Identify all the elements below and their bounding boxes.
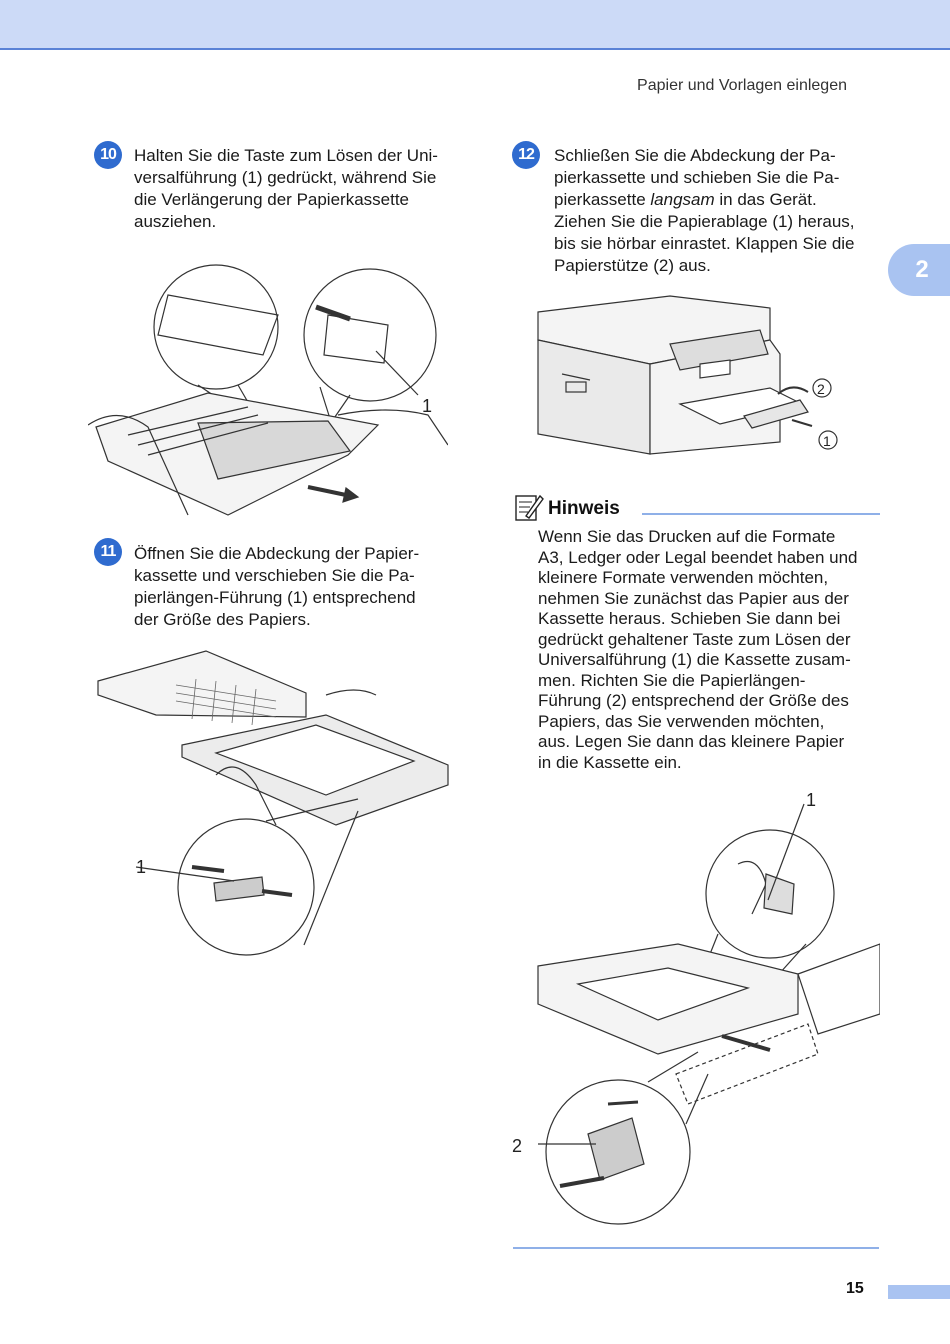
text-line: Schließen Sie die Abdeckung der Pa- xyxy=(554,146,836,165)
text-line: nehmen Sie zunächst das Papier aus der xyxy=(538,588,849,608)
circled-callout-1 xyxy=(818,430,838,450)
note-bottom-divider xyxy=(513,1247,879,1249)
step-11-badge: 11 xyxy=(94,538,122,566)
text-line: gedrückt gehaltener Taste zum Lösen der xyxy=(538,629,851,649)
callout-2: 2 xyxy=(817,381,825,397)
step-12-illustration: 2 1 xyxy=(530,284,870,474)
page-number-tab xyxy=(888,1285,950,1299)
text-line: pierkassette langsam in das Gerät. xyxy=(554,189,884,211)
callout-2: 2 xyxy=(512,1136,522,1156)
text-run: in das Gerät. xyxy=(714,190,817,209)
text-line: aus. Legen Sie dann das kleinere Papier xyxy=(538,732,845,751)
callout-1: 1 xyxy=(806,790,816,810)
text-line: pierkassette und schieben Sie die Pa- xyxy=(554,168,840,187)
text-line: die Verlängerung der Papierkassette xyxy=(134,190,410,209)
text-line: versalführung (1) gedrückt, während Sie xyxy=(134,168,437,187)
text-line: Halten Sie die Taste zum Lösen der Uni- xyxy=(134,146,438,165)
text-line: Wenn Sie das Drucken auf die Formate xyxy=(538,527,836,546)
text-line: kleinere Formate verwenden möchten, xyxy=(538,568,829,587)
step-11-text: Öffnen Sie die Abdeckung der Papier- kas… xyxy=(134,543,474,631)
callout-1: 1 xyxy=(136,857,146,877)
running-header: Papier und Vorlagen einlegen xyxy=(637,77,847,94)
step-10-text: Halten Sie die Taste zum Lösen der Uni- … xyxy=(134,145,474,233)
text-run: pierkassette xyxy=(554,190,651,209)
text-line: ausziehen. xyxy=(134,212,217,231)
callout-1: 1 xyxy=(422,396,432,416)
text-line: der Größe des Papiers. xyxy=(134,610,311,629)
text-line: Führung (2) entsprechend der Größe des xyxy=(538,691,849,710)
step-10-badge: 10 xyxy=(94,141,122,169)
tray-shorten-drawing: 1 2 xyxy=(512,790,880,1225)
printer-drawing: 2 1 xyxy=(537,295,838,455)
step-12-badge: 12 xyxy=(512,141,540,169)
step-10-illustration: 1 xyxy=(88,255,448,523)
text-line: bis sie hörbar einrastet. Klappen Sie di… xyxy=(554,234,855,253)
top-banner xyxy=(0,0,950,50)
text-line: Papierstütze (2) aus. xyxy=(554,256,711,275)
note-pencil-icon xyxy=(514,492,544,522)
step-11-illustration: 1 xyxy=(96,645,456,957)
chapter-tab[interactable]: 2 xyxy=(888,244,950,296)
text-line: kassette und verschieben Sie die Pa- xyxy=(134,566,415,585)
circled-callout-2 xyxy=(812,378,832,398)
text-line: pierlängen-Führung (1) entsprechend xyxy=(134,588,416,607)
note-title: Hinweis xyxy=(548,498,620,519)
note-illustration: 1 2 xyxy=(508,784,880,1232)
text-line: Universalführung (1) die Kassette zusam- xyxy=(538,650,851,669)
text-line: Kassette heraus. Schieben Sie dann bei xyxy=(538,609,841,628)
text-line: A3, Ledger oder Legal beendet haben und xyxy=(538,547,858,567)
text-line: Öffnen Sie die Abdeckung der Papier- xyxy=(134,544,420,563)
note-divider xyxy=(642,513,880,515)
note-header: Hinweis xyxy=(514,492,880,524)
paper-guide-drawing: 1 xyxy=(97,650,449,956)
text-line: Papiers, das Sie verwenden möchten, xyxy=(538,711,825,731)
note-body: Wenn Sie das Drucken auf die Formate A3,… xyxy=(538,527,882,773)
tray-extension-drawing: 1 xyxy=(88,264,448,516)
emphasis-text: langsam xyxy=(650,190,715,209)
text-line: in die Kassette ein. xyxy=(538,752,682,772)
step-12-text: Schließen Sie die Abdeckung der Pa- pier… xyxy=(554,145,884,277)
text-line: men. Richten Sie die Papierlängen- xyxy=(538,670,806,690)
callout-1: 1 xyxy=(823,433,831,449)
page-number: 15 xyxy=(846,1280,864,1297)
text-line: Ziehen Sie die Papierablage (1) heraus, xyxy=(554,212,855,231)
